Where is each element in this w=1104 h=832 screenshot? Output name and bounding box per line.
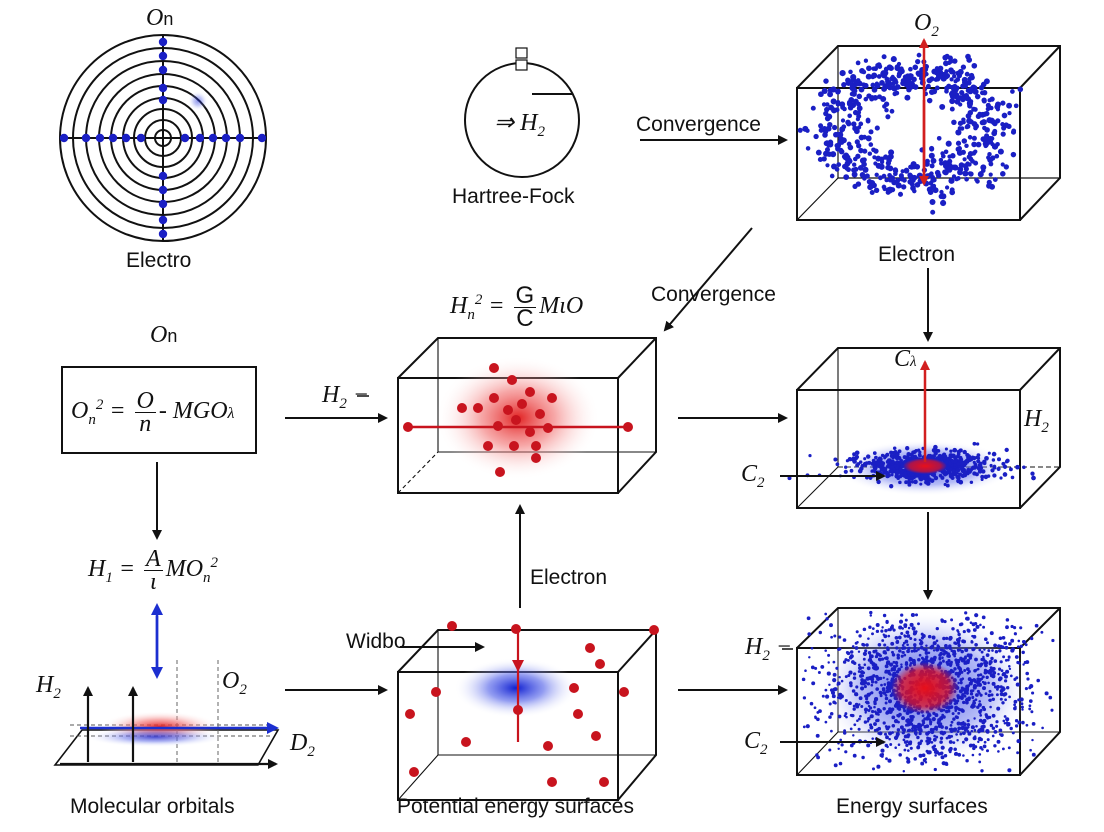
bottom-red-axis — [512, 628, 524, 742]
c2-mid-label: C2 — [741, 461, 765, 491]
h2-bottom-left-label: H2 — [36, 672, 61, 702]
molecular-orbital-plane — [53, 660, 280, 769]
h2-mid-left-label: H2 − — [322, 382, 370, 412]
cloud-red-core — [891, 662, 959, 714]
hartree-fock-circle — [464, 47, 580, 178]
electro-label: Electro — [126, 249, 192, 272]
box-middle-center — [397, 337, 657, 494]
o2-top-label: O2 — [914, 10, 939, 40]
circle-arrow-label: ⇒ H2 — [494, 110, 545, 140]
c-lambda-label: Cλ — [894, 346, 917, 372]
convergence-top-label: Convergence — [636, 113, 761, 136]
scattered-red-dots — [405, 621, 659, 787]
arrow-convergence-diagonal — [663, 227, 753, 332]
hartree-fock-label: Hartree-Fock — [452, 185, 575, 208]
orbital-blue-glow — [188, 91, 208, 111]
c2-bottom-label: C2 — [744, 728, 768, 758]
o2-bottom-left-label: O2 — [222, 668, 247, 698]
orbital-electron-dots — [59, 37, 267, 239]
h2-right-label: H2 — [1024, 406, 1049, 436]
small-dash-marks — [357, 395, 793, 650]
d2-bottom-left-label: D2 — [290, 730, 315, 760]
widbo-label: Widbo — [346, 630, 406, 653]
electron-mid-label: Electron — [530, 566, 608, 589]
equation-box — [61, 366, 257, 454]
electron-top-label: Electron — [878, 243, 956, 266]
caption-energy-surfaces: Energy surfaces — [836, 795, 988, 818]
convergence-mid-label: Convergence — [651, 283, 776, 306]
top-left-title: On — [146, 5, 174, 31]
caption-potential-energy-surfaces: Potential energy surfaces — [397, 795, 634, 818]
red-nucleus-dots — [403, 363, 633, 477]
caption-molecular-orbitals: Molecular orbitals — [70, 795, 235, 818]
flow-arrows — [152, 135, 933, 747]
electron-ring-dots — [797, 52, 1024, 215]
disk-red-core — [903, 458, 947, 474]
blue-density-cloud — [454, 658, 578, 718]
on-mid-label: On — [150, 322, 178, 348]
h2-bottom-right-label: H2 − — [745, 634, 793, 664]
